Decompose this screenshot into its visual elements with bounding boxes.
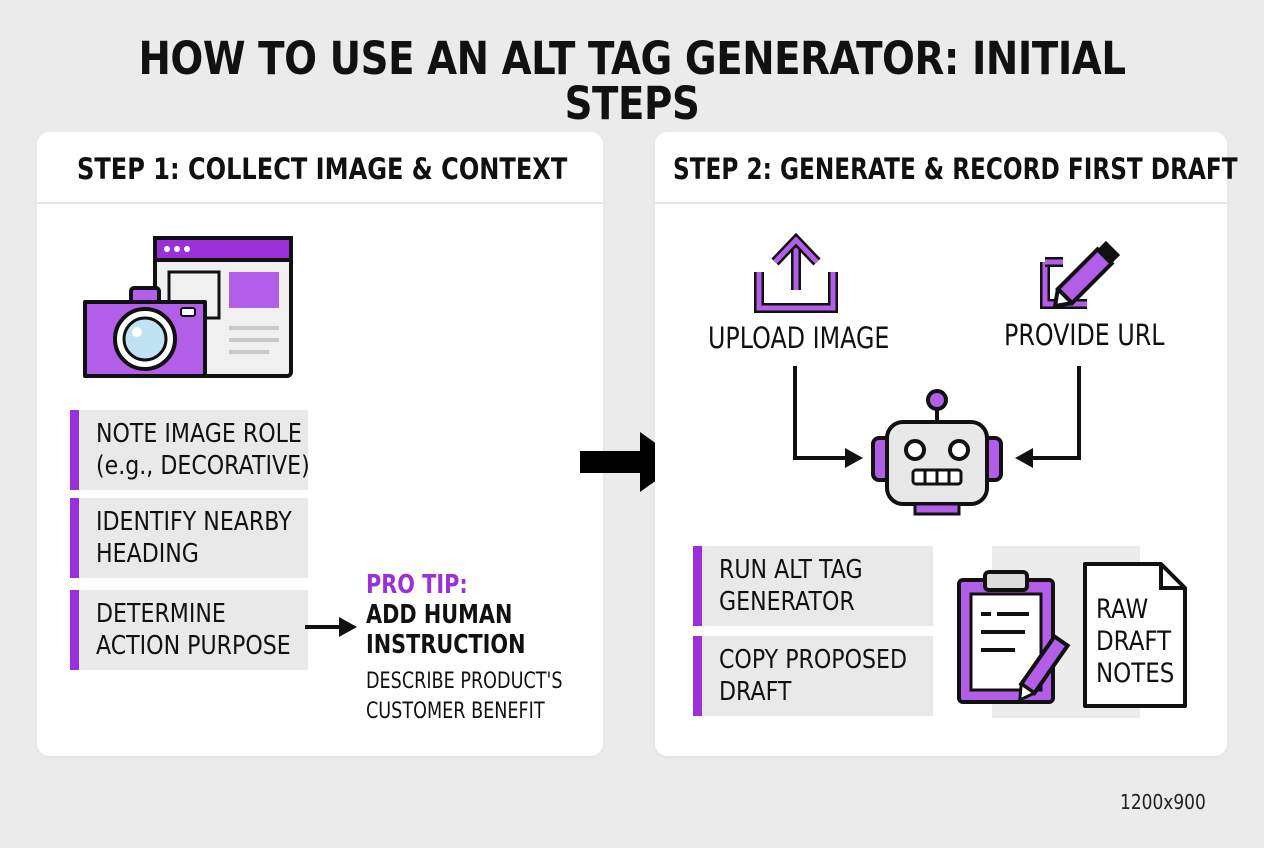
step1-item-action-purpose: DETERMINE ACTION PURPOSE (70, 590, 308, 670)
provide-url-label: PROVIDE URL (1004, 318, 1165, 352)
notes-line2: DRAFT (1096, 626, 1172, 657)
pro-tip-label: PRO TIP: (366, 570, 468, 600)
notes-line1: RAW (1096, 594, 1149, 625)
pro-tip-line1: ADD HUMAN (366, 600, 513, 630)
page-title: HOW TO USE AN ALT TAG GENERATOR: INITIAL… (138, 32, 1126, 130)
item-line1: NOTE IMAGE ROLE (96, 419, 302, 449)
upload-icon (754, 232, 838, 313)
item-line2: ACTION PURPOSE (96, 631, 291, 661)
pro-tip-line2: INSTRUCTION (366, 630, 526, 660)
notes-line3: NOTES (1096, 658, 1175, 689)
step1-item-note-role: NOTE IMAGE ROLE (e.g., DECORATIVE) (70, 410, 310, 490)
dimensions-label: 1200x900 (1120, 790, 1206, 814)
robot-icon (871, 389, 1003, 516)
edit-icon (1040, 240, 1121, 309)
item-line2: DRAFT (719, 677, 792, 707)
connector-arrows (793, 366, 1081, 468)
camera-browser-illustration (83, 236, 293, 378)
step2-item-run-generator: RUN ALT TAG GENERATOR (693, 546, 933, 626)
item-line1: RUN ALT TAG (719, 555, 863, 585)
step1-panel: STEP 1: COLLECT IMAGE & CONTEXT NOTE IMA… (37, 132, 603, 756)
item-line1: COPY PROPOSED (719, 645, 908, 675)
step2-panel: STEP 2: GENERATE & RECORD FIRST DRAFT UP… (655, 132, 1238, 756)
pro-tip-desc1: DESCRIBE PRODUCT'S (366, 669, 563, 694)
upload-image-label: UPLOAD IMAGE (708, 321, 890, 355)
item-line2: HEADING (96, 539, 199, 569)
item-line2: GENERATOR (719, 587, 855, 617)
step2-heading: STEP 2: GENERATE & RECORD FIRST DRAFT (673, 152, 1238, 186)
step2-header: STEP 2: GENERATE & RECORD FIRST DRAFT (655, 132, 1238, 204)
item-line2: (e.g., DECORATIVE) (96, 451, 310, 481)
arrow-right-icon (305, 617, 357, 637)
step1-item-nearby-heading: IDENTIFY NEARBY HEADING (70, 498, 308, 578)
item-line1: IDENTIFY NEARBY (96, 507, 292, 537)
document-icon (1083, 562, 1187, 708)
step1-header: STEP 1: COLLECT IMAGE & CONTEXT (37, 132, 603, 204)
step2-item-copy-draft: COPY PROPOSED DRAFT (693, 636, 933, 716)
step1-heading: STEP 1: COLLECT IMAGE & CONTEXT (77, 152, 568, 186)
pro-tip-desc2: CUSTOMER BENEFIT (366, 699, 545, 724)
camera-icon (83, 286, 207, 378)
item-line1: DETERMINE (96, 599, 226, 629)
clipboard-icon (957, 570, 1071, 704)
